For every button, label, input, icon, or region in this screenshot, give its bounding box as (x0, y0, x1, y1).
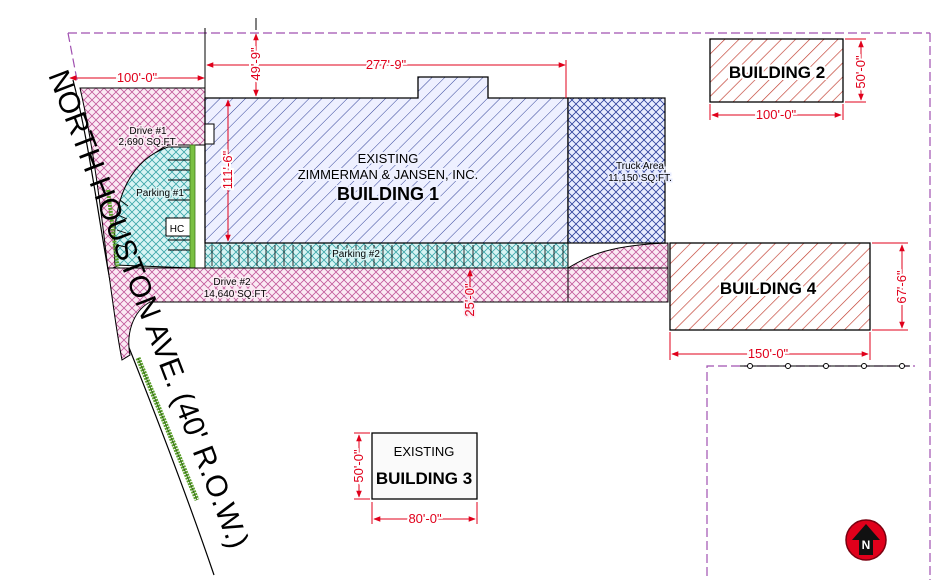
building-1-label: BUILDING 1 (337, 184, 439, 204)
dim-setback: 100'-0" (117, 70, 158, 85)
truck-area-sqft: 11,150 SQ.FT. (608, 173, 672, 184)
building-4 (669, 242, 871, 331)
dim-building-1-depth: 111'-6" (220, 150, 235, 189)
dim-building-2-depth: 50'-0" (853, 55, 868, 89)
building-1 (204, 76, 569, 244)
landscape-strip-1 (106, 189, 120, 271)
drive-2-turn (566, 242, 669, 269)
building-2 (709, 38, 844, 103)
building-1-owner: ZIMMERMAN & JANSEN, INC. (298, 167, 479, 182)
dim-drive-width: 25'-0" (462, 283, 477, 317)
building-2-label: BUILDING 2 (729, 63, 825, 82)
landscape-strip-2 (189, 144, 196, 271)
drive-1-name: Drive #1 (129, 126, 167, 137)
dim-building-3-width: 80'-0" (408, 511, 442, 526)
parking-1-stalls (116, 159, 190, 251)
north-arrow: N (845, 519, 887, 561)
drive-2-sqft: 14,640 SQ.FT. (204, 289, 268, 300)
building-4-label: BUILDING 4 (720, 279, 817, 298)
building-3-label: BUILDING 3 (376, 469, 472, 488)
building-1-entry (204, 123, 215, 145)
parking-2-area (204, 242, 569, 269)
property-line (67, 32, 931, 580)
building-3-status: EXISTING (394, 444, 455, 459)
truck-area (567, 97, 666, 244)
north-arrow-icon (852, 524, 880, 555)
building-1-status: EXISTING (358, 151, 419, 166)
fence (740, 363, 910, 369)
drive-2-name: Drive #2 (213, 277, 251, 288)
dim-building-1-length: 277'-9" (366, 57, 407, 72)
building-3 (371, 432, 478, 500)
dim-building-3-depth: 50'-0" (351, 449, 366, 483)
drive-2-area (107, 267, 669, 361)
dim-building-1-top-gap: 49'-9" (248, 47, 263, 81)
drive-1-sqft: 2,690 SQ.FT. (119, 137, 178, 148)
truck-area-name: Truck Area (616, 161, 664, 172)
dim-building-2-width: 100'-0" (756, 107, 797, 122)
parking-2-name: Parking #2 (332, 249, 380, 260)
parking-2-stalls (211, 245, 564, 266)
parking-1-area (113, 146, 193, 269)
north-label: N (862, 538, 871, 552)
hc-label: HC (170, 224, 184, 235)
dim-building-4-width: 150'-0" (748, 346, 789, 361)
dim-building-4-depth: 67'-6" (894, 270, 909, 304)
parking-1-name: Parking #1 (136, 188, 184, 199)
